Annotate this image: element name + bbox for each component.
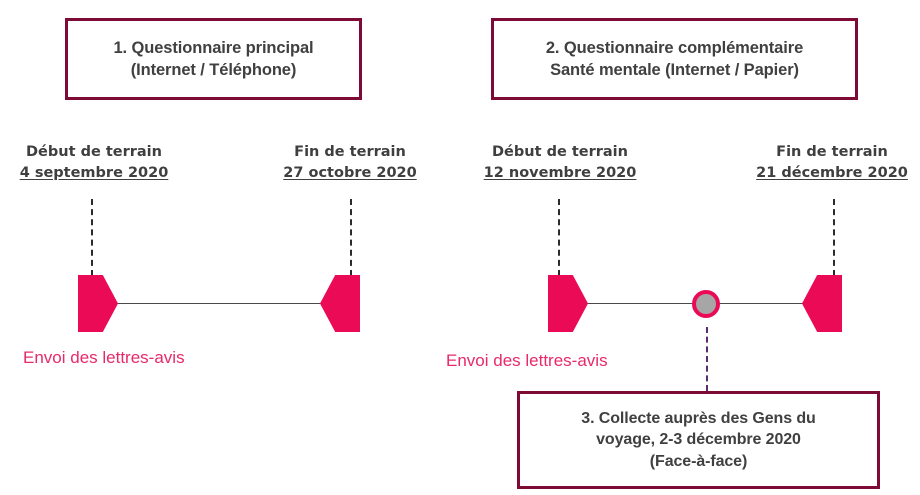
timeline-complementaire-end-marker[interactable]: [802, 275, 842, 332]
timeline-complementaire: [548, 272, 842, 342]
label-timeline-complementaire-end: Fin de terrain 21 décembre 2020: [746, 142, 918, 183]
timeline-principal-end-marker[interactable]: [320, 275, 360, 332]
box-collecte-gens-du-voyage-line3: (Face-à-face): [649, 452, 748, 470]
label-timeline-complementaire-end-kind: Fin de terrain: [776, 144, 888, 160]
label-timeline-complementaire-end-date: 21 décembre 2020: [756, 164, 908, 181]
box-main-questionnaire: 1. Questionnaire principal (Internet / T…: [65, 18, 362, 100]
box-complementary-questionnaire-line2: Santé mentale (Internet / Papier): [550, 61, 799, 79]
box-main-questionnaire-line2: (Internet / Téléphone): [130, 61, 297, 79]
label-timeline-complementaire-start-kind: Début de terrain: [492, 144, 628, 160]
timeline-complementaire-start-marker[interactable]: [548, 275, 588, 332]
label-timeline-complementaire-start: Début de terrain 12 novembre 2020: [472, 142, 648, 183]
box-complementary-questionnaire: 2. Questionnaire complémentaire Santé me…: [491, 18, 858, 100]
label-timeline-principal-start-kind: Début de terrain: [26, 144, 162, 160]
label-timeline-principal-end: Fin de terrain 27 octobre 2020: [272, 142, 428, 183]
dashed-connector-complementaire-end: [833, 199, 835, 276]
timeline-principal-start-marker[interactable]: [78, 275, 118, 332]
box-collecte-gens-du-voyage: 3. Collecte auprès des Gens du voyage, 2…: [517, 391, 880, 489]
timeline-principal: [78, 272, 360, 342]
box-collecte-gens-du-voyage-line2: voyage, 2-3 décembre 2020: [596, 431, 801, 449]
caption-envoi-lettres-avis-complementaire: Envoi des lettres-avis: [446, 351, 608, 370]
label-timeline-principal-start: Début de terrain 4 septembre 2020: [8, 142, 180, 183]
dashed-connector-principal-end: [350, 199, 352, 276]
box-main-questionnaire-line1: 1. Questionnaire principal: [113, 38, 314, 57]
dashed-connector-complementaire-start: [558, 199, 560, 276]
timeline-complementaire-midpoint-node[interactable]: [692, 290, 720, 318]
label-timeline-principal-start-date: 4 septembre 2020: [19, 164, 169, 181]
caption-envoi-lettres-avis-principal: Envoi des lettres-avis: [23, 348, 185, 367]
label-timeline-principal-end-date: 27 octobre 2020: [283, 164, 417, 181]
dashed-connector-principal-start: [91, 199, 93, 276]
box-collecte-gens-du-voyage-line1: 3. Collecte auprès des Gens du: [581, 409, 816, 427]
label-timeline-principal-end-kind: Fin de terrain: [294, 144, 406, 160]
box-complementary-questionnaire-line1: 2. Questionnaire complémentaire: [545, 38, 804, 57]
dashed-connector-node-to-collecte-box: [706, 327, 708, 391]
label-timeline-complementaire-start-date: 12 novembre 2020: [483, 164, 637, 181]
timeline-principal-axis: [116, 303, 322, 304]
